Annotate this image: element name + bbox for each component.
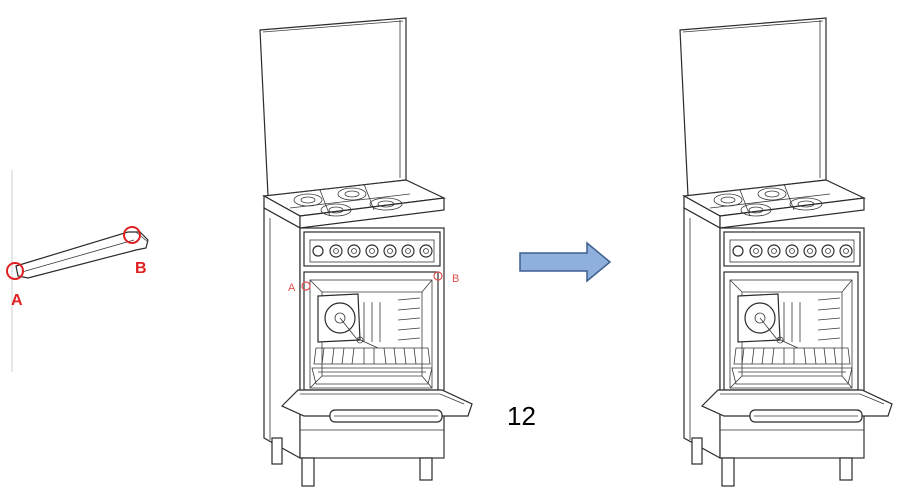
stove-after [679, 17, 893, 487]
handle-part: A B [6, 226, 149, 309]
right-arrow [519, 241, 612, 283]
mount-marker-a [301, 281, 311, 291]
mount-marker-b [433, 271, 443, 281]
marker-circle-a [6, 262, 24, 280]
marker-circle-b [123, 226, 141, 244]
label-b: B [135, 260, 147, 277]
step-number: 12 [507, 401, 536, 431]
stove-before: A B [259, 17, 473, 487]
mount-label-a: A [288, 282, 296, 294]
mount-label-b: B [452, 273, 459, 285]
label-a: A [11, 292, 23, 309]
